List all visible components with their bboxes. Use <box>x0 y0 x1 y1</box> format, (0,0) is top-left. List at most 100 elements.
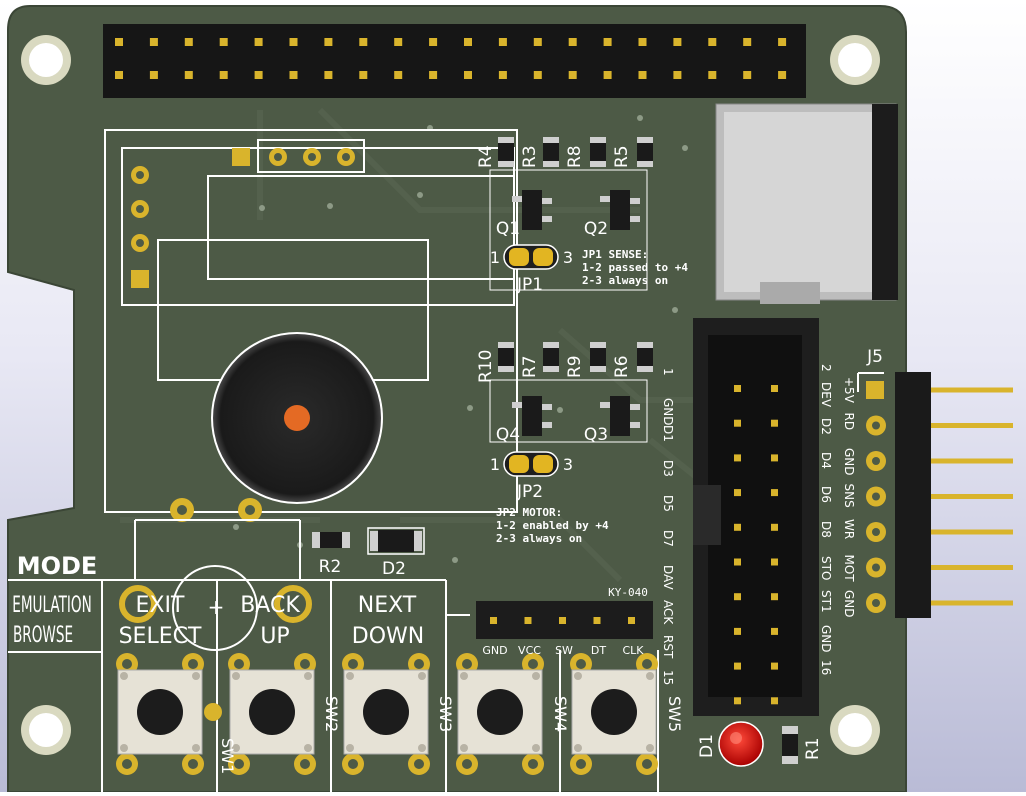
switch-corner <box>418 744 426 752</box>
gpio-pin <box>149 71 158 79</box>
silk-j5-pin-label: SNS <box>842 484 856 508</box>
transistor-lead <box>542 198 552 204</box>
silk-idc-right-label: D8 <box>819 521 833 538</box>
silk-sw4: SW4 <box>551 696 570 732</box>
transistor-lead <box>600 402 610 408</box>
silk-idc-right-label: 16 <box>819 660 833 675</box>
switch-pad-hole <box>642 659 652 669</box>
switch-corner <box>460 744 468 752</box>
switch-pad-hole <box>462 759 472 769</box>
silk-idc-right-label: DEV <box>819 382 833 408</box>
silk-ky040-pin-label: GND <box>482 644 507 657</box>
gpio-pin <box>394 38 403 46</box>
idc-pin <box>734 489 741 497</box>
idc-pin <box>771 627 778 635</box>
silk-idc-left-label: DAV <box>661 565 675 590</box>
gpio-pin <box>394 71 403 79</box>
silk-r9: R9 <box>565 355 585 378</box>
transistor-lead <box>542 422 552 428</box>
silk-r8: R8 <box>565 145 585 168</box>
silk-btn3-bottom: DOWN <box>352 624 424 649</box>
gpio-pin <box>778 38 787 46</box>
silk-idc-left-label: RST <box>661 635 675 659</box>
silk-r10: R10 <box>476 350 496 383</box>
idc-connector <box>693 318 819 716</box>
idc-pin <box>734 627 741 635</box>
gpio-pin <box>498 71 507 79</box>
gpio-pin <box>743 71 752 79</box>
silk-q1: Q1 <box>496 219 520 239</box>
gpio-pin <box>219 71 228 79</box>
switch-corner <box>304 744 312 752</box>
resistor-terminal <box>590 366 606 372</box>
silk-jp2-line1: 1-2 enabled by +4 <box>496 519 609 532</box>
switch-corner <box>304 672 312 680</box>
j5-pin <box>931 600 1013 606</box>
silk-jp2-line2: 2-3 always on <box>496 532 582 545</box>
silk-btn2-top: BACK <box>240 593 300 618</box>
gpio-pin <box>568 38 577 46</box>
silk-btn3-top: NEXT <box>358 593 417 618</box>
gpio-pin <box>254 38 263 46</box>
encoder-pad <box>274 585 312 623</box>
tactile-switch <box>456 653 544 775</box>
silk-idc-left-label: 15 <box>661 670 675 685</box>
gpio-pin <box>429 71 438 79</box>
silk-j5-pin-label: WR <box>842 519 856 539</box>
silk-j5-pin-label: +5V <box>842 377 856 404</box>
idc-pin <box>771 593 778 601</box>
gpio-header <box>103 24 806 98</box>
switch-pad-hole <box>122 759 132 769</box>
silk-j5: J5 <box>866 347 883 367</box>
j5-pin <box>931 565 1013 570</box>
resistor-r2 <box>312 532 350 548</box>
j5-pad-hole <box>872 528 880 536</box>
switch-corner <box>646 744 654 752</box>
switch-pad-hole <box>122 659 132 669</box>
switch-pad-hole <box>528 659 538 669</box>
resistor-terminal <box>590 137 606 143</box>
resistor-terminal <box>637 366 653 372</box>
silk-btn1-bottom: SELECT <box>119 624 202 649</box>
silk-idc-right-label: D6 <box>819 486 833 503</box>
ky040-pin <box>559 617 566 624</box>
resistor-body <box>590 348 606 366</box>
switch-pad-hole <box>234 659 244 669</box>
silk-idc-left-label: GND <box>661 398 675 426</box>
encoder-pad <box>204 703 222 721</box>
switch-pad-hole <box>414 659 424 669</box>
resistor-terminal <box>543 161 559 167</box>
silk-idc-right-label: 2 <box>819 364 833 372</box>
j5-pin <box>931 529 1013 535</box>
resistor-terminal <box>543 137 559 143</box>
tactile-switch <box>116 653 204 775</box>
silk-btn2-bottom: UP <box>260 624 289 649</box>
switch-corner <box>232 672 240 680</box>
switch-actuator <box>477 689 523 735</box>
gpio-pin <box>708 71 717 79</box>
resistor-terminal <box>637 137 653 143</box>
idc-pin <box>734 558 741 566</box>
idc-pin <box>734 662 741 670</box>
silk-ky040-pin-label: SW <box>555 644 573 657</box>
silk-q4: Q4 <box>496 425 520 445</box>
switch-pad-hole <box>348 659 358 669</box>
idc-pin <box>734 419 741 427</box>
silk-jp1-pin1: 1 <box>490 248 500 267</box>
silk-sw1: SW1 <box>218 738 237 774</box>
silk-jp2-title: JP2 MOTOR: <box>496 506 562 519</box>
silk-jp2-pin3: 3 <box>563 455 573 474</box>
gpio-pin <box>289 71 298 79</box>
silk-idc-right-label: ST1 <box>819 590 833 613</box>
silk-j5-pin-label: MOT <box>842 555 856 583</box>
gpio-pin <box>359 38 368 46</box>
transistor-lead <box>630 216 640 222</box>
resistor-body <box>543 348 559 366</box>
idc-pin <box>771 523 778 531</box>
gpio-pin <box>603 71 612 79</box>
j5-pad-hole <box>872 457 880 465</box>
silk-idc-left-label: 1 <box>661 368 675 376</box>
silk-jp1-title: JP1 SENSE: <box>582 248 648 261</box>
silk-jp2-label: JP2 <box>516 482 543 502</box>
